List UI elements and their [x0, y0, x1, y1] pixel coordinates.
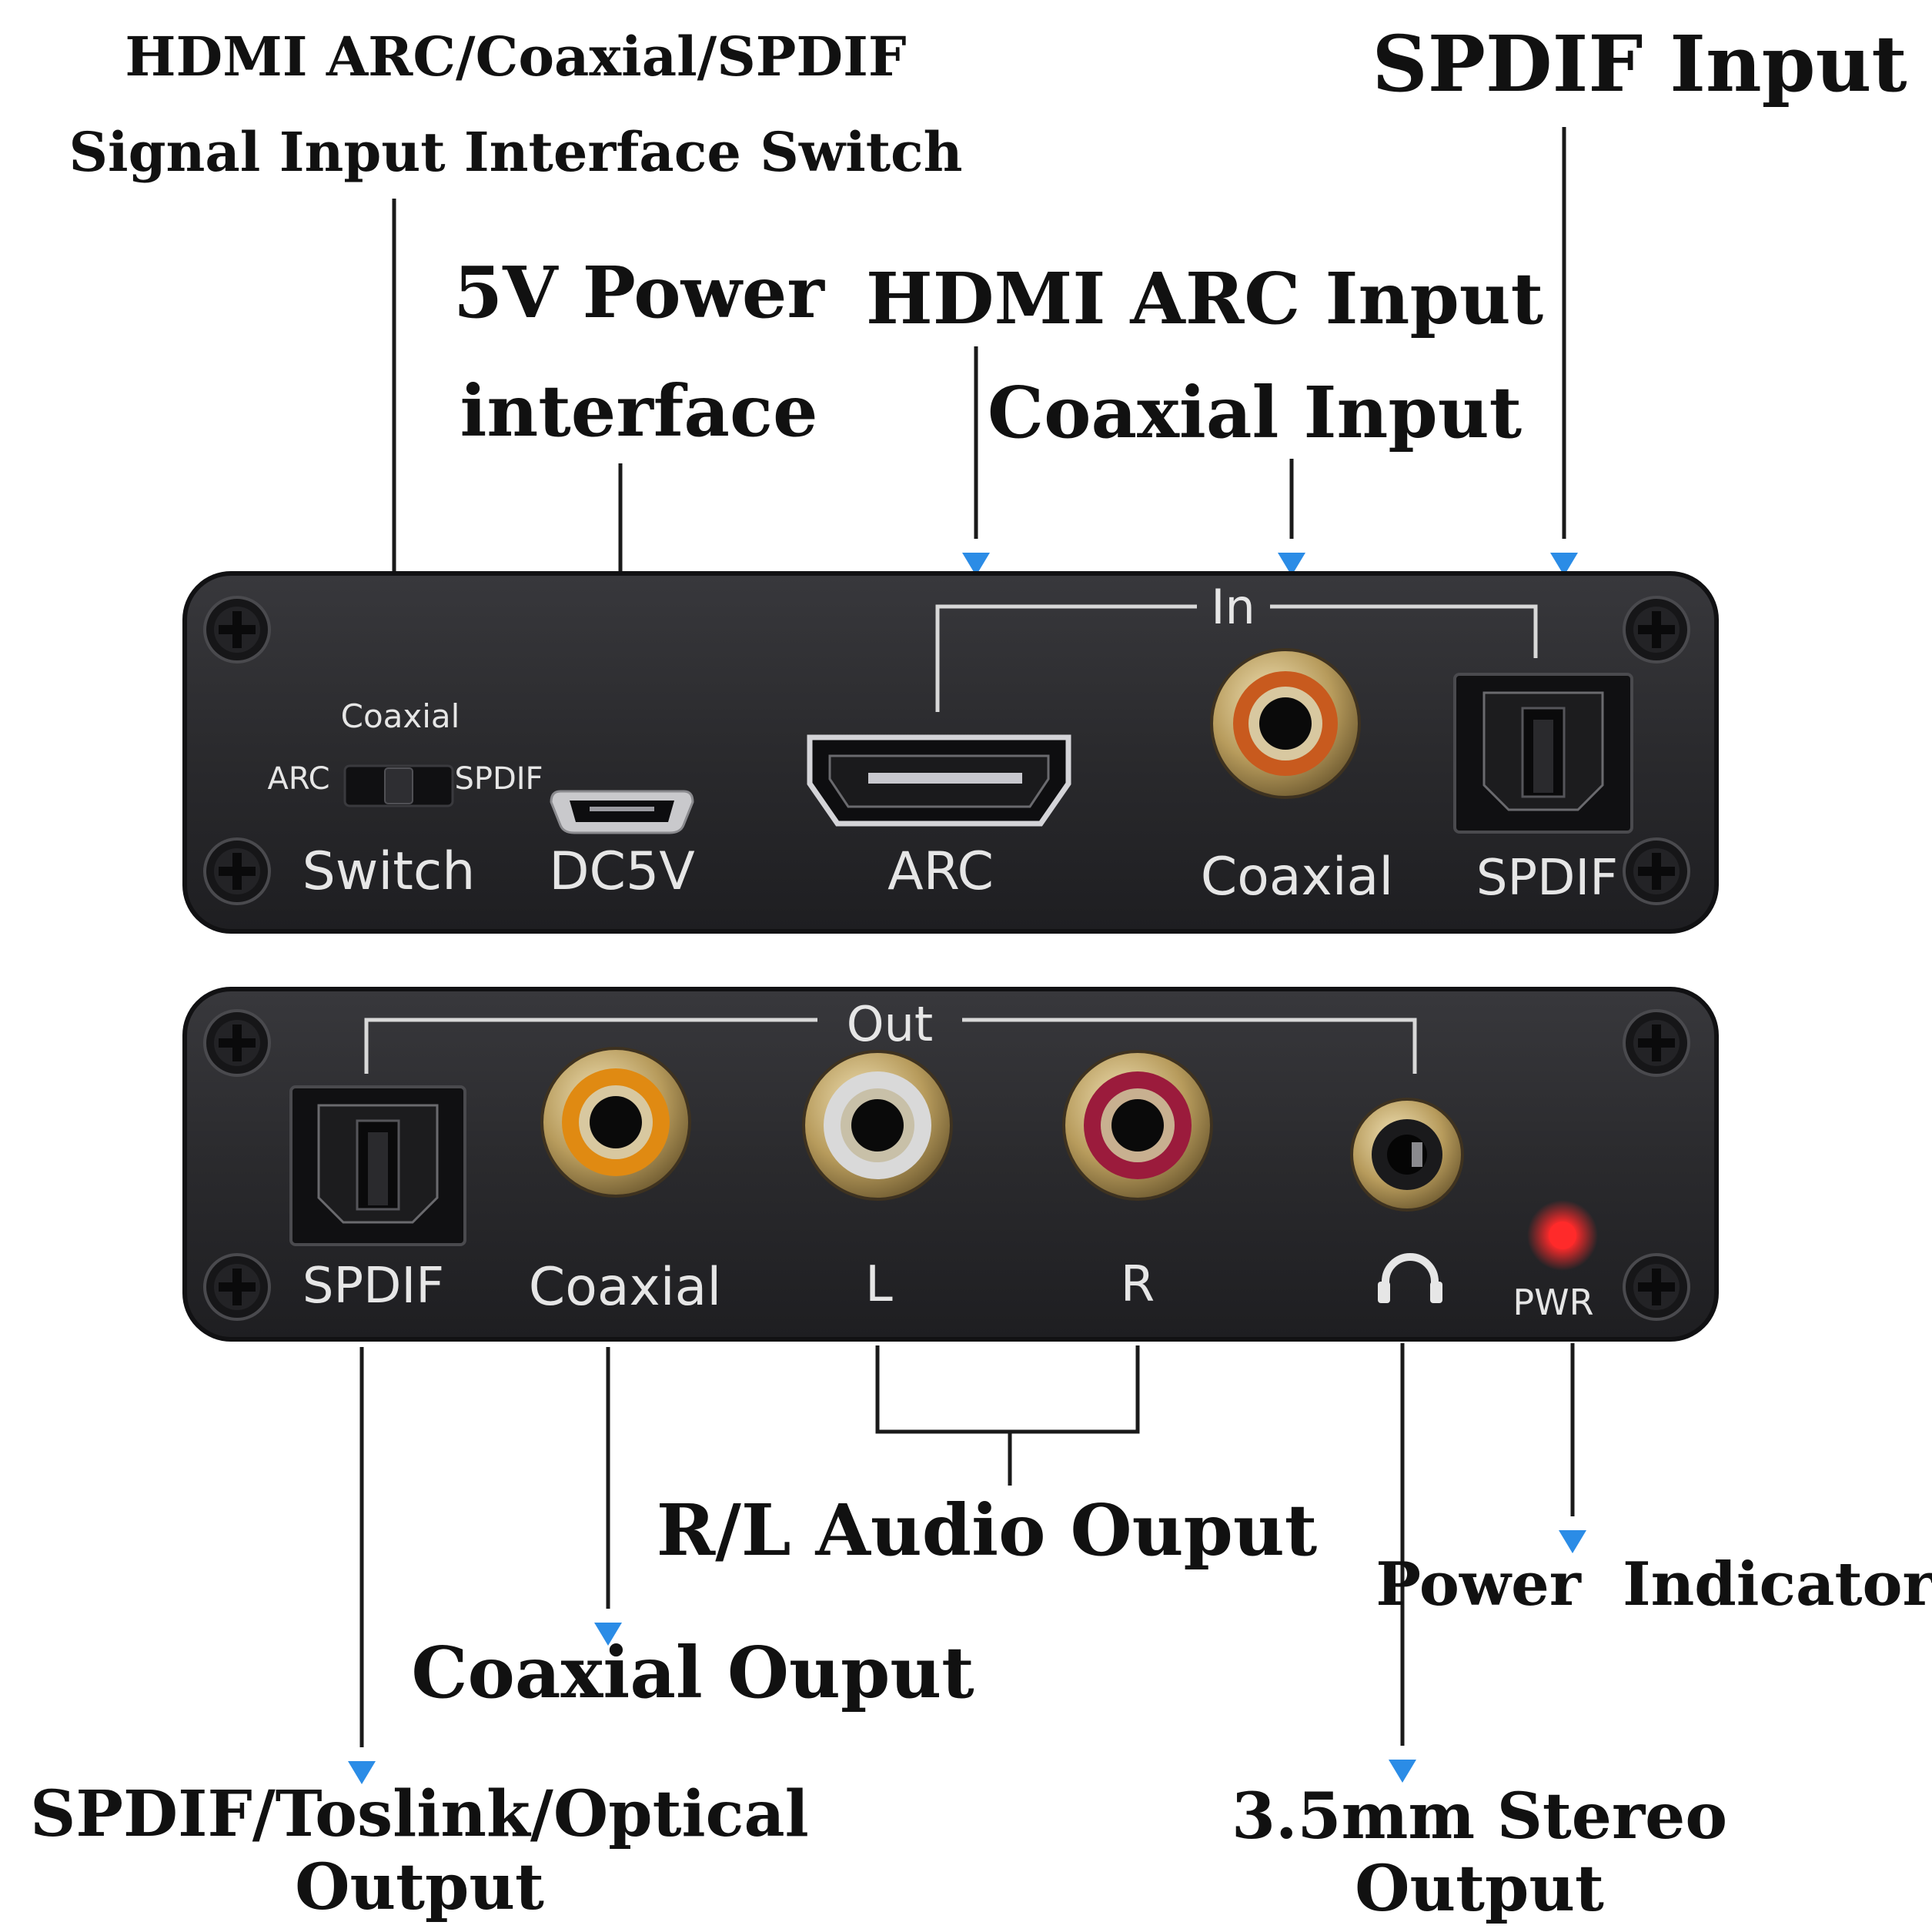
- optical-output-callout-line1: SPDIF/Toslink/Optical: [30, 1777, 809, 1851]
- arc-label: ARC: [887, 841, 994, 902]
- pwr-label: PWR: [1513, 1282, 1593, 1323]
- hdmi-arc-port[interactable]: [807, 734, 1071, 827]
- power-indicator-callout: Power Indicator: [1375, 1549, 1932, 1619]
- input-group-bracket: [935, 604, 1538, 712]
- spdif-optical-input[interactable]: [1453, 673, 1633, 834]
- spdif-input-callout: SPDIF Input: [1372, 18, 1907, 109]
- left-audio-output-jack[interactable]: [802, 1050, 953, 1201]
- spdif-out-label: SPDIF: [303, 1258, 444, 1315]
- headphone-icon: [1378, 1253, 1442, 1303]
- right-audio-output-jack[interactable]: [1062, 1050, 1213, 1201]
- input-panel: In Coaxial ARC SPDIF Switch DC5V ARC: [182, 571, 1719, 934]
- switch-label: Switch: [303, 841, 476, 902]
- screw-icon: [203, 1253, 271, 1321]
- coax-input-callout: Coaxial Input: [988, 371, 1523, 454]
- rl-output-callout: R/L Audio Ouput: [657, 1489, 1318, 1572]
- coax-out-label: Coaxial: [529, 1257, 721, 1318]
- coax-in-label: Coaxial: [1201, 847, 1393, 908]
- output-panel: Out SPDIF Coaxial L: [182, 987, 1719, 1342]
- dc5v-power-port[interactable]: [550, 790, 694, 834]
- screw-icon: [203, 837, 271, 905]
- spdif-optical-output[interactable]: [289, 1085, 466, 1246]
- output-group-label: Out: [847, 996, 933, 1052]
- switch-callout-line2: Signal Input Interface Switch: [69, 120, 962, 184]
- switch-position-arc: ARC: [267, 761, 329, 797]
- input-group-label: In: [1211, 579, 1255, 635]
- screw-icon: [1623, 1009, 1690, 1077]
- screw-icon: [203, 1009, 271, 1077]
- screw-icon: [1623, 837, 1690, 905]
- switch-position-coaxial: Coaxial: [341, 697, 460, 735]
- right-label: R: [1121, 1256, 1155, 1313]
- arc-input-callout: HDMI ARC Input: [866, 257, 1544, 340]
- left-label: L: [865, 1256, 893, 1313]
- dc5v-label: DC5V: [549, 841, 695, 902]
- stereo-output-callout-line1: 3.5mm Stereo: [1232, 1780, 1727, 1853]
- screw-icon: [1623, 1253, 1690, 1321]
- coax-output-callout: Coaxial Ouput: [411, 1631, 974, 1714]
- switch-position-spdif: SPDIF: [454, 761, 543, 797]
- coaxial-output-jack[interactable]: [540, 1047, 691, 1198]
- power-led: [1549, 1222, 1576, 1249]
- switch-callout-line1: HDMI ARC/Coaxial/SPDIF: [125, 25, 906, 89]
- screw-icon: [1623, 596, 1690, 663]
- optical-output-callout-line2: Output: [295, 1850, 544, 1924]
- spdif-in-label: SPDIF: [1476, 850, 1618, 907]
- stereo-35mm-output-jack[interactable]: [1350, 1098, 1464, 1212]
- output-group-bracket: [364, 1018, 1417, 1074]
- stereo-output-callout-line2: Output: [1355, 1852, 1604, 1926]
- power-callout-line2: interface: [460, 369, 817, 453]
- input-select-switch[interactable]: [343, 764, 454, 807]
- rl-output-bracket: [875, 1345, 1140, 1486]
- coaxial-input-jack[interactable]: [1210, 648, 1361, 799]
- screw-icon: [203, 596, 271, 663]
- power-callout-line1: 5V Power: [453, 251, 825, 334]
